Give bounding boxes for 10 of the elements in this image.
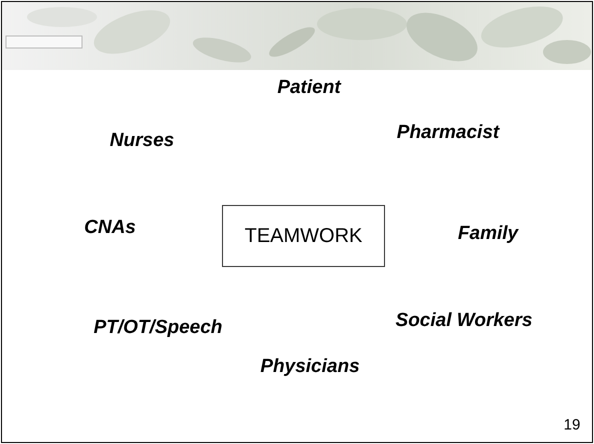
page-number: 19 (564, 416, 580, 434)
role-label: Social Workers (396, 310, 532, 332)
role-label: CNAs (84, 217, 136, 239)
role-label: PT/OT/Speech (94, 317, 222, 339)
role-label: Nurses (110, 130, 174, 152)
text-box: TEAMWORK (222, 205, 385, 267)
role-label: Family (458, 223, 518, 245)
role-label: Pharmacist (396, 122, 500, 144)
role-label: Patient (277, 77, 341, 99)
role-label: Physicians (260, 356, 360, 378)
